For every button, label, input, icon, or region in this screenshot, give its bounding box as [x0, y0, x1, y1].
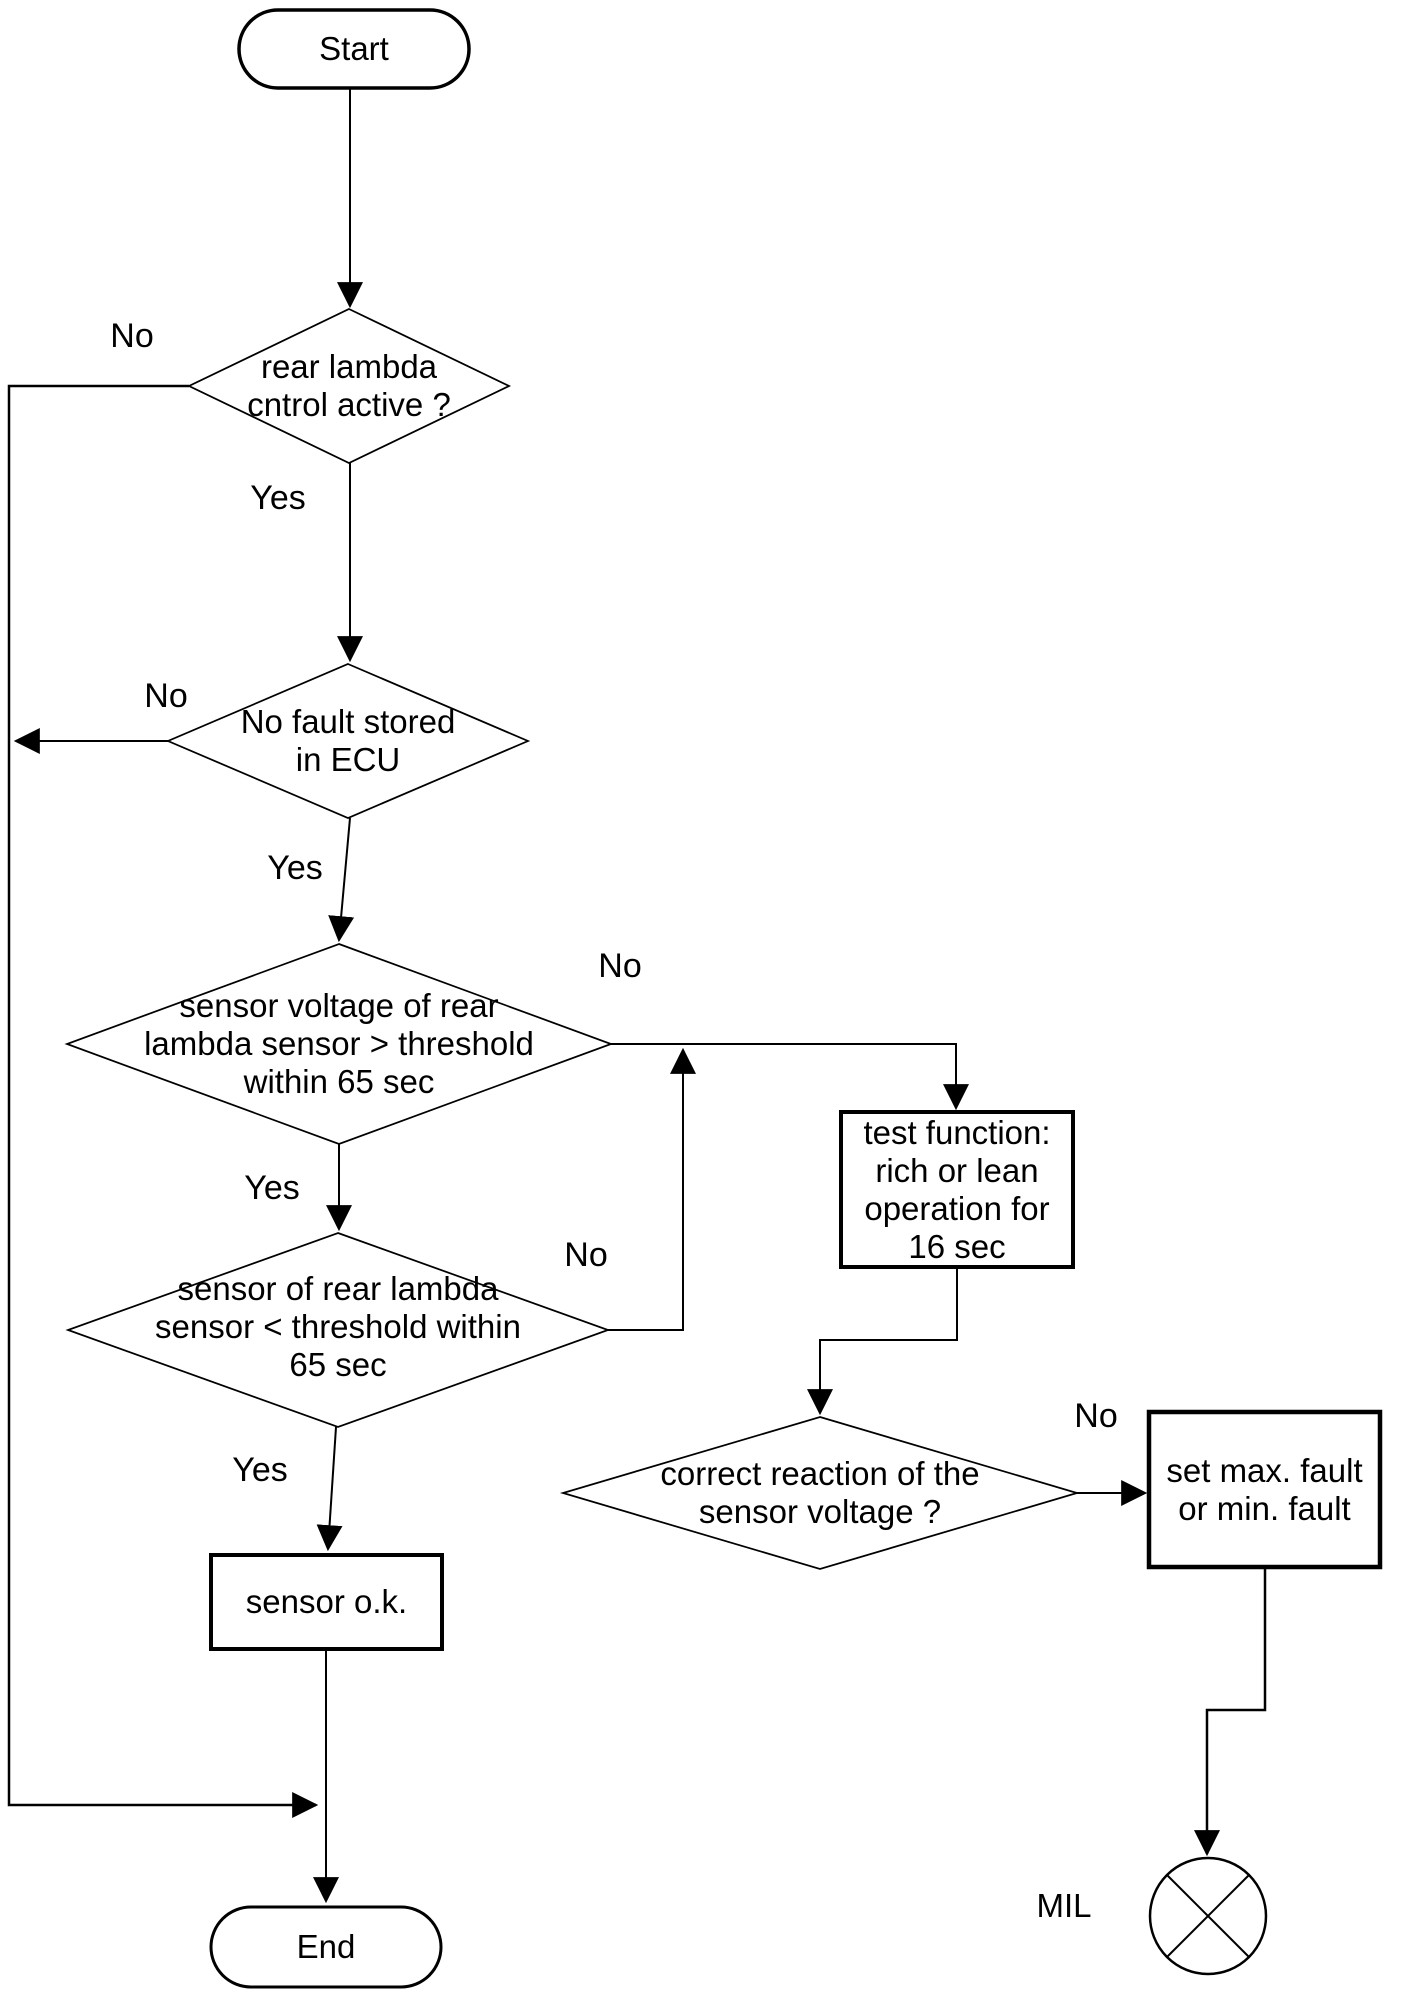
test-function-box-shape — [839, 1110, 1075, 1269]
branch-label-decision3-yes: Yes — [244, 1169, 300, 1207]
branch-label-decision4-yes: Yes — [232, 1451, 288, 1489]
branch-label-decision4-no: No — [564, 1236, 608, 1274]
branch-label-decision1-no: No — [110, 317, 154, 355]
sensor-ok-box-label: sensor o.k. — [245, 1583, 408, 1620]
decision3-diamond-shape — [64, 943, 614, 1145]
decision-voltage-below-label: sensor of rear lambda sensor < threshold… — [155, 1270, 521, 1383]
branch-label-decision2-yes: Yes — [267, 849, 323, 887]
connector-decision2-yes-to-decision3 — [328, 817, 355, 943]
branch-label-decision1-yes: Yes — [250, 479, 306, 517]
test-function-box-label: test function: rich or lean operation fo… — [863, 1113, 1051, 1265]
decision2-diamond-shape — [165, 663, 531, 819]
sensor-ok-box-shape — [209, 1553, 444, 1651]
mil-label: MIL — [1036, 1887, 1092, 1924]
connector-test-function-to-decision5 — [807, 1267, 958, 1416]
decision-correct-reaction-label: correct reaction of the sensor voltage ? — [660, 1455, 980, 1530]
decision-rear-lambda-label: rear lambda cntrol active ? — [247, 348, 451, 423]
mil-lamp-cross-line-2 — [1166, 1874, 1250, 1958]
decision4-diamond-shape — [65, 1232, 611, 1428]
connector-decision3-no-to-test-function — [611, 1043, 969, 1111]
connector-decision4-no-to-test-line — [608, 1047, 696, 1331]
decision1-diamond-shape — [186, 308, 512, 464]
set-fault-box-shape — [1146, 1409, 1383, 1570]
branch-label-decision3-no: No — [598, 947, 642, 985]
start-terminator-shape — [237, 8, 471, 90]
branch-label-decision5-no: No — [1074, 1397, 1118, 1435]
start-node-label: Start — [319, 30, 389, 67]
decision-voltage-above-label: sensor voltage of rear lambda sensor > t… — [144, 987, 534, 1100]
set-fault-box-label: set max. fault or min. fault — [1166, 1451, 1363, 1527]
decision5-diamond-shape — [559, 1416, 1081, 1570]
decision-no-fault-label: No fault stored in ECU — [240, 703, 456, 778]
connector-decision4-yes-to-sensor-ok — [316, 1426, 343, 1552]
connector-decision1-no-to-end-spine — [7, 384, 319, 1818]
end-node-label: End — [296, 1928, 356, 1965]
end-terminator-shape — [209, 1905, 443, 1989]
connector-set-fault-to-mil — [1194, 1567, 1267, 1857]
branch-label-decision2-no: No — [144, 677, 188, 715]
